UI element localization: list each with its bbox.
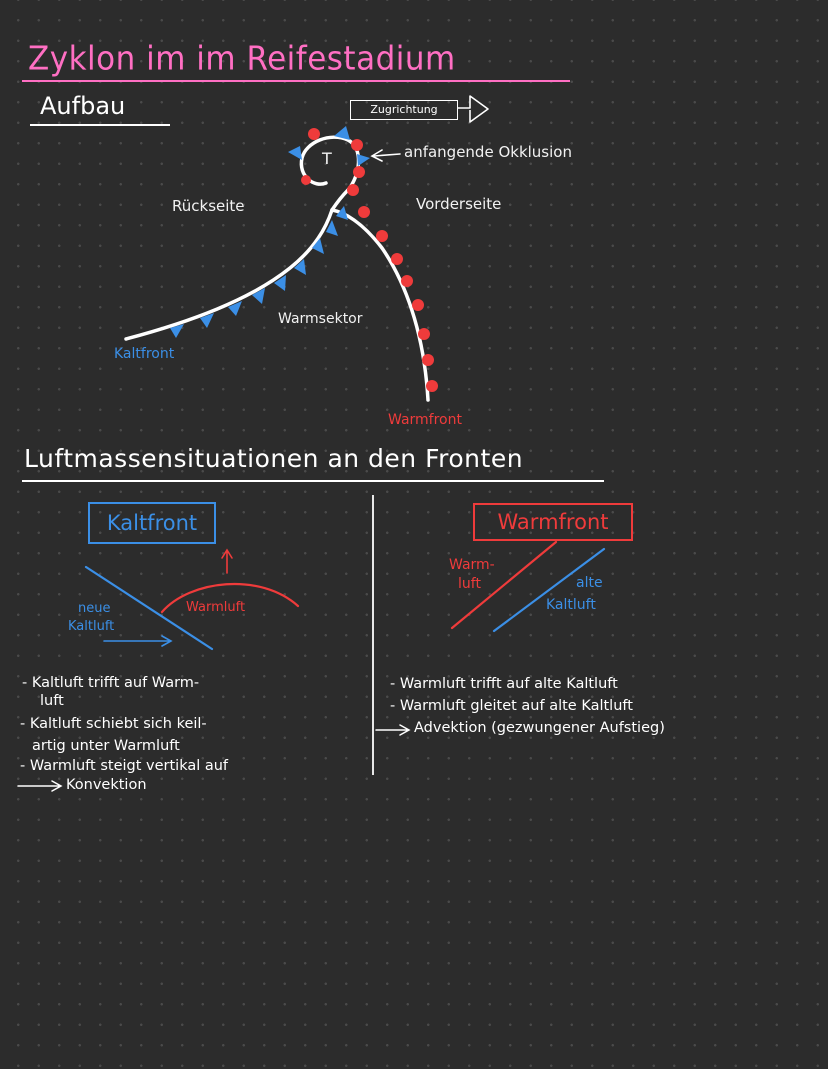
cold-front-triangle — [170, 324, 184, 338]
kaltfront-cold-line — [84, 565, 214, 651]
kaltfront-title: Kaltfront — [106, 511, 198, 535]
column-divider — [372, 495, 374, 775]
kaltfront-warm-arc — [160, 582, 300, 614]
zugrichtung-label: Zugrichtung — [370, 103, 438, 116]
kaltfront-note: - Kaltluft trifft auf Warm- — [22, 675, 200, 691]
warm-front-semicircles — [301, 128, 438, 392]
cold-front-line — [124, 208, 334, 341]
title-underline — [22, 80, 570, 82]
warmfront-warm-line — [450, 540, 558, 630]
luftmassen-underline — [22, 480, 604, 482]
cold-front-triangle — [312, 238, 324, 254]
occlusion-spiral — [299, 135, 361, 212]
warm-front-line — [330, 208, 430, 402]
cold-front-triangle — [294, 259, 306, 275]
alte-kaltluft-label-1: alte — [576, 575, 603, 591]
spiral-semicircle — [347, 184, 359, 196]
cold-front-triangle — [228, 301, 242, 316]
kaltfront-note: luft — [40, 693, 64, 709]
kaltfront-note: - Warmluft steigt vertikal auf — [20, 758, 229, 774]
spiral-triangle — [357, 154, 370, 166]
zugrichtung-arrow-icon — [458, 95, 489, 123]
aufbau-heading: Aufbau — [40, 92, 126, 120]
luftmassen-heading: Luftmassensituationen an den Fronten — [24, 444, 524, 473]
kaltfront-note: - Kaltluft schiebt sich keil- — [20, 716, 207, 732]
aufbau-underline — [30, 124, 170, 126]
warm-front-semicircle — [376, 230, 388, 242]
cold-push-arrow-icon — [103, 635, 173, 647]
okklusion-label: anfangende Okklusion — [404, 143, 572, 161]
warmfront-note: - Warmluft trifft auf alte Kaltluft — [390, 676, 618, 692]
rising-arrow-icon — [221, 548, 233, 574]
neue-kaltluft-label-2: Kaltluft — [68, 619, 115, 634]
page-title: Zyklon im im Reifestadium — [28, 40, 456, 78]
cold-front-triangles — [170, 126, 370, 338]
low-pressure-label: T — [322, 149, 332, 168]
zugrichtung-box: Zugrichtung — [350, 100, 458, 120]
warmsektor-label: Warmsektor — [278, 311, 363, 327]
warm-front-semicircle — [391, 253, 403, 265]
spiral-triangle — [334, 126, 350, 140]
konvektion-arrow-icon — [17, 780, 63, 792]
kaltfront-label: Kaltfront — [114, 346, 175, 362]
warmfront-warmluft-label-2: luft — [458, 576, 481, 592]
warmfront-label: Warmfront — [388, 412, 462, 428]
kaltfront-note: artig unter Warmluft — [32, 738, 180, 754]
warmfront-note: Advektion (gezwungener Aufstieg) — [414, 720, 665, 736]
warmfront-warmluft-label-1: Warm- — [449, 557, 495, 573]
alte-kaltluft-label-2: Kaltluft — [546, 597, 596, 613]
cold-front-triangle — [200, 313, 214, 328]
cold-front-triangle — [252, 288, 265, 304]
rueckseite-label: Rückseite — [172, 197, 245, 215]
cold-front-triangle — [274, 275, 286, 291]
cold-front-triangle — [326, 220, 338, 236]
spiral-triangle — [288, 146, 302, 160]
warmfront-title: Warmfront — [497, 510, 609, 534]
kaltfront-warmluft-label: Warmluft — [186, 600, 246, 615]
okklusion-arrow-icon — [370, 149, 401, 162]
spiral-semicircle — [301, 175, 311, 185]
spiral-semicircle — [353, 166, 365, 178]
kaltfront-title-box: Kaltfront — [88, 502, 216, 544]
warmfront-cold-line — [492, 547, 606, 633]
warm-front-semicircle — [358, 206, 370, 218]
kaltfront-note: Konvektion — [66, 777, 147, 793]
warm-front-semicircle — [412, 299, 424, 311]
warm-front-semicircle — [422, 354, 434, 366]
advektion-arrow-icon — [375, 724, 411, 736]
spiral-semicircle — [308, 128, 320, 140]
warm-front-semicircle — [426, 380, 438, 392]
warm-front-semicircle — [401, 275, 413, 287]
neue-kaltluft-label-1: neue — [78, 601, 111, 616]
spiral-semicircle — [351, 139, 363, 151]
warmfront-note: - Warmluft gleitet auf alte Kaltluft — [390, 698, 633, 714]
warm-front-semicircle — [418, 328, 430, 340]
cold-front-triangle — [336, 206, 348, 220]
vorderseite-label: Vorderseite — [416, 195, 502, 213]
warmfront-title-box: Warmfront — [473, 503, 633, 541]
